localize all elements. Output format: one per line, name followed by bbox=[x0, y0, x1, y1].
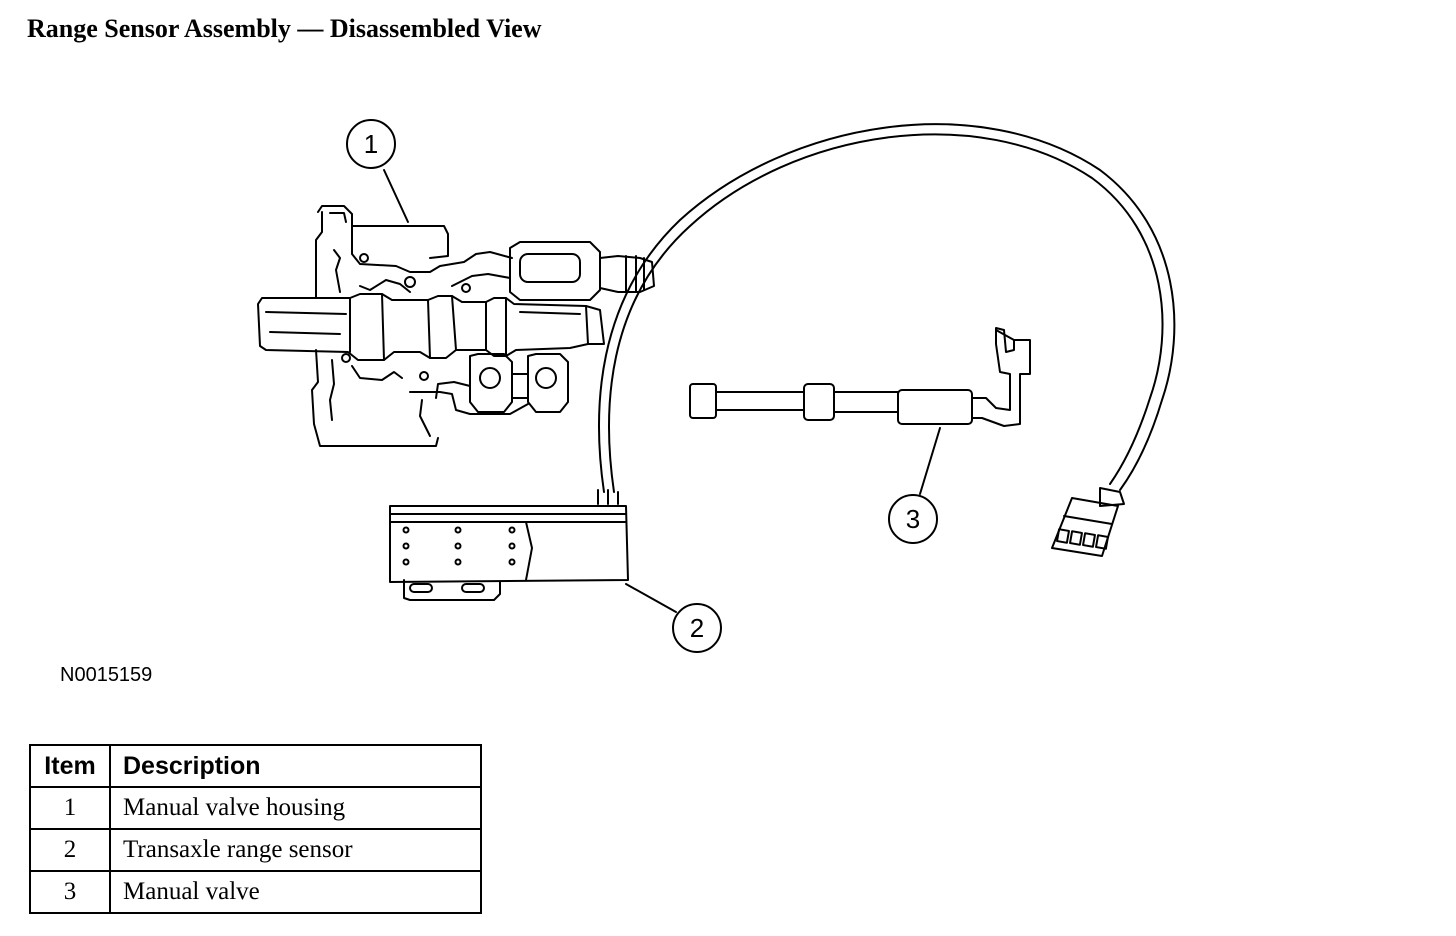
svg-text:2: 2 bbox=[690, 613, 704, 643]
item-description: Manual valve housing bbox=[109, 786, 482, 830]
table-row: 1 Manual valve housing bbox=[29, 786, 482, 830]
item-description: Transaxle range sensor bbox=[109, 828, 482, 872]
item-number: 2 bbox=[29, 828, 111, 872]
item-number: 3 bbox=[29, 870, 111, 914]
figure-id: N0015159 bbox=[60, 664, 153, 686]
column-header-description: Description bbox=[109, 744, 482, 788]
manual-valve bbox=[689, 327, 1031, 427]
svg-text:3: 3 bbox=[906, 504, 920, 534]
sensor-wire-harness bbox=[597, 123, 1176, 557]
manual-valve-housing bbox=[257, 205, 655, 447]
legend-table: Item Description 1 Manual valve housing … bbox=[29, 744, 482, 914]
item-number: 1 bbox=[29, 786, 111, 830]
svg-text:1: 1 bbox=[364, 129, 378, 159]
table-row: 3 Manual valve bbox=[29, 870, 482, 914]
callout-1: 1 bbox=[346, 119, 396, 169]
page-title: Range Sensor Assembly — Disassembled Vie… bbox=[27, 14, 542, 43]
table-header-row: Item Description bbox=[29, 744, 482, 788]
table-row: 2 Transaxle range sensor bbox=[29, 828, 482, 872]
callout-3: 3 bbox=[888, 494, 938, 544]
item-description: Manual valve bbox=[109, 870, 482, 914]
callout-2: 2 bbox=[672, 603, 722, 653]
exploded-diagram: 1 2 3 bbox=[257, 119, 1176, 653]
transaxle-range-sensor bbox=[389, 505, 629, 601]
column-header-item: Item bbox=[29, 744, 111, 788]
